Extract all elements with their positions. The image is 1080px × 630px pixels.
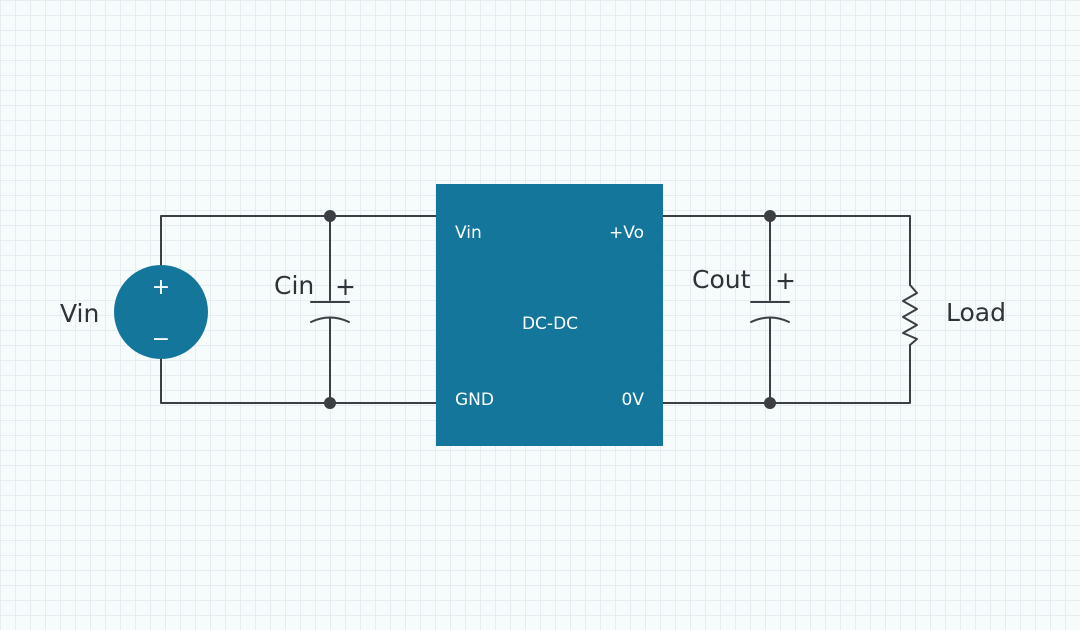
cin-label: Cin [274,271,314,300]
top-wire-right [661,215,911,286]
voltage-source [114,265,208,359]
junction-dot-cin-top [324,210,336,222]
pin-label-gnd: GND [455,390,494,410]
source-plus-sign: + [152,275,170,300]
dc-dc-module [436,184,663,446]
top-wire-left [160,215,438,266]
pin-label-0v: 0V [622,390,645,410]
load-resistor [902,284,918,346]
bottom-wire-left [160,358,438,404]
junction-dot-cout-top [764,210,776,222]
bottom-wire-right [661,344,911,404]
pin-label-vin: Vin [455,223,482,243]
pin-label-vout: +Vo [609,223,644,243]
source-label: Vin [60,299,99,328]
cout-label: Cout [692,265,751,294]
cin-polarity-sign: + [335,272,356,301]
module-title: DC-DC [522,314,578,334]
cout-polarity-sign: + [775,266,796,295]
load-label: Load [946,298,1006,327]
junction-dot-cin-bottom [324,397,336,409]
source-minus-sign: − [152,327,170,352]
junction-dot-cout-bottom [764,397,776,409]
